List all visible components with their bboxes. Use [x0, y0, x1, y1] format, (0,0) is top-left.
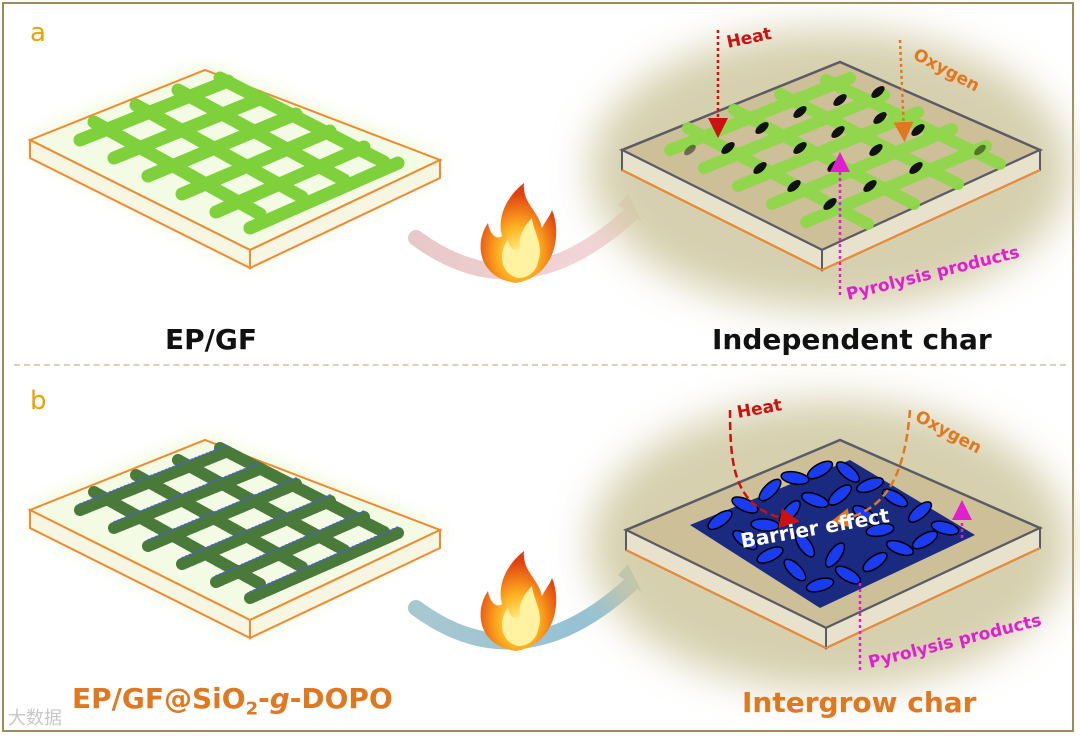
caption-dash: -: [258, 682, 270, 715]
panel-a-left-plate: [27, 68, 443, 270]
panel-b-right-caption: Intergrow char: [742, 686, 977, 719]
watermark: 大数据: [8, 708, 62, 729]
panel-a-left-caption: EP/GF: [165, 323, 257, 356]
panel-b-left-plate: [27, 438, 443, 640]
panel-b-left-caption: EP/GF@SiO2-g-DOPO: [72, 682, 393, 720]
flame-icon: [480, 183, 557, 283]
caption-subscript: 2: [245, 698, 259, 720]
caption-suffix: -DOPO: [289, 682, 393, 715]
caption-prefix: EP/GF@SiO: [72, 682, 246, 715]
panel-b-right-plate: [590, 400, 1070, 690]
caption-italic-g: g: [269, 682, 290, 715]
panel-a-right-plate: [590, 30, 1070, 310]
panel-a-right-caption: Independent char: [712, 323, 992, 356]
panel-divider: [14, 364, 1066, 366]
panel-b-letter: b: [30, 386, 47, 416]
flame-icon: [480, 551, 557, 651]
panel-a-letter: a: [30, 18, 46, 48]
